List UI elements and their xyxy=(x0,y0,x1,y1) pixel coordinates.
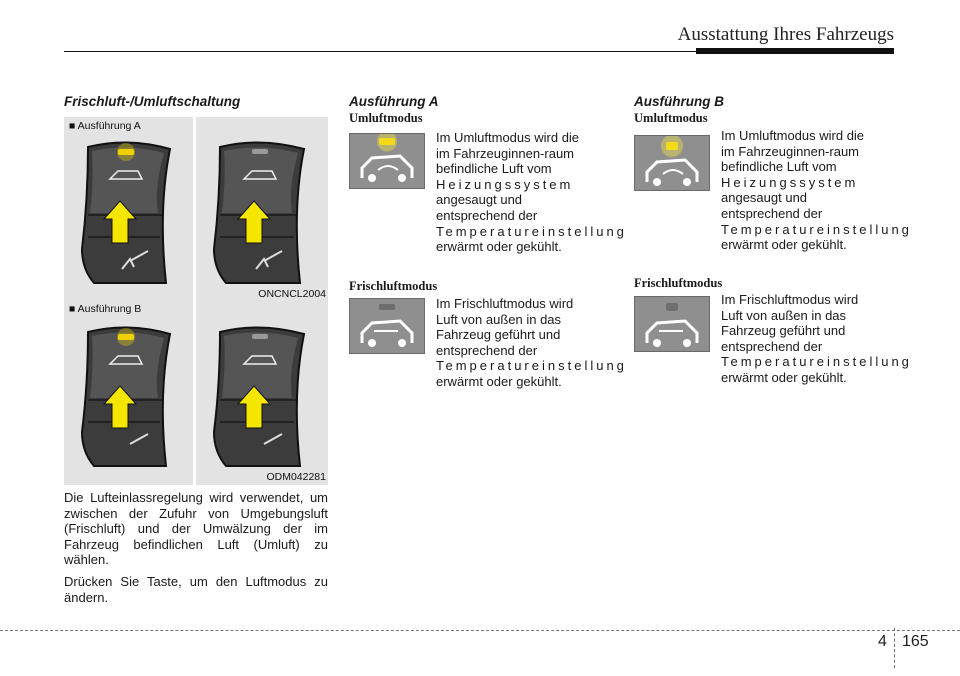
section-heading: Frischluft-/Umluftschaltung xyxy=(64,94,241,109)
figure-version-a: ■ Ausführung A ONCNCL2004 xyxy=(64,117,328,302)
recirculation-button-panel-icon xyxy=(80,326,172,467)
chapter-number: 4 xyxy=(878,633,887,650)
subheading-recirculation: Umluftmodus xyxy=(349,111,423,125)
figure-code-a: ONCNCL2004 xyxy=(258,288,326,300)
subheading-recirculation: Umluftmodus xyxy=(634,111,708,125)
fresh-air-button-image xyxy=(634,296,710,352)
figure-caption-a: ■ Ausführung A xyxy=(69,120,141,132)
fresh-air-button-panel-icon xyxy=(212,141,306,284)
figure-version-b: ■ Ausführung B ODM042281 xyxy=(64,300,328,485)
header-tab-bar xyxy=(696,48,894,54)
page-number: 165 xyxy=(902,633,929,650)
paragraph-description: Die Lufteinlassregelung wird verwendet, … xyxy=(64,490,328,568)
figure-code-b: ODM042281 xyxy=(266,471,326,483)
recirculation-button-panel-icon xyxy=(80,141,172,284)
recirculation-mode-icon xyxy=(360,131,414,182)
figure-caption-b: ■ Ausführung B xyxy=(69,303,142,315)
paragraph-recirculation: Im Umluftmodus wird die im Fahrzeuginnen… xyxy=(436,130,627,255)
section-heading: Ausführung B xyxy=(634,94,724,109)
running-header-title: Ausstattung Ihres Fahrzeugs xyxy=(677,24,894,45)
footer-divider xyxy=(894,628,895,668)
recirculation-mode-icon xyxy=(645,135,699,186)
subheading-fresh-air: Frischluftmodus xyxy=(349,279,438,293)
recirculation-button-image xyxy=(349,131,425,189)
paragraph-fresh-air: Im Frischluftmodus wird Luft von außen i… xyxy=(721,292,912,385)
fresh-air-button-panel-icon xyxy=(212,326,306,467)
fresh-air-button-image xyxy=(349,298,425,354)
paragraph-recirculation: Im Umluftmodus wird die im Fahrzeuginnen… xyxy=(721,128,912,253)
figure-divider xyxy=(193,300,196,485)
subheading-fresh-air: Frischluftmodus xyxy=(634,276,723,290)
header-rule xyxy=(64,51,894,52)
fresh-air-mode-icon xyxy=(645,303,699,347)
section-heading: Ausführung A xyxy=(349,94,439,109)
recirculation-button-image xyxy=(634,135,710,191)
fresh-air-mode-icon xyxy=(360,304,414,347)
footer-rule xyxy=(0,630,960,631)
figure-divider xyxy=(193,117,196,302)
paragraph-fresh-air: Im Frischluftmodus wird Luft von außen i… xyxy=(436,296,627,389)
paragraph-instruction: Drücken Sie Taste, um den Luftmodus zu ä… xyxy=(64,574,328,605)
